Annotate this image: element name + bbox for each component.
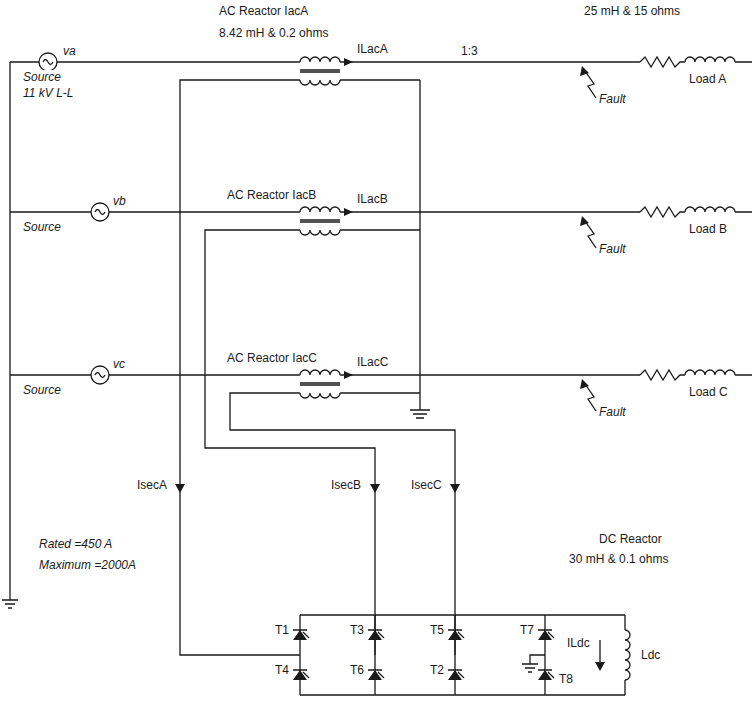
circuit-label: ILacC: [356, 355, 389, 369]
circuit-label: ILacB: [356, 192, 389, 206]
load-resistor: [640, 57, 685, 380]
bridge-wire: [300, 615, 625, 695]
thyristor-bar-gate: [293, 630, 554, 678]
circuit-label: 1:3: [460, 44, 479, 58]
thyristor-triangle: [293, 630, 552, 680]
circuit-label: Load B: [688, 222, 728, 236]
circuit-label: Fault: [598, 242, 627, 256]
circuit-label: T1: [274, 623, 290, 637]
phase-wire: [57, 62, 752, 375]
circuit-label: va: [62, 44, 77, 58]
circuit-label: IsecB: [330, 478, 362, 492]
circuit-label: Fault: [598, 92, 627, 106]
circuit-label: Load C: [688, 385, 729, 399]
circuit-label: T6: [349, 663, 365, 677]
secondary-wire: [180, 80, 455, 655]
fault-arrow-head: [580, 66, 589, 389]
circuit-label: AC Reactor IacA: [218, 4, 309, 18]
circuit-label: vb: [112, 194, 127, 208]
circuit-label: ILacA: [356, 42, 389, 56]
circuit-label: vc: [112, 357, 126, 371]
circuit-label: Source: [22, 220, 62, 234]
circuit-label: Rated =450 A: [38, 537, 113, 551]
dc-reactor-coil: [625, 630, 630, 680]
circuit-label: ILdc: [566, 636, 591, 650]
circuit-label: 11 kV L-L: [22, 86, 74, 100]
circuit-label: T2: [429, 663, 445, 677]
current-arrow-head: [175, 58, 605, 671]
circuit-label: Fault: [598, 405, 627, 419]
circuit-label: AC Reactor IacB: [226, 188, 317, 202]
circuit-label: T8: [558, 672, 574, 686]
circuit-label: Load A: [688, 72, 727, 86]
circuit-label: T7: [519, 623, 535, 637]
circuit-label: 30 mH & 0.1 ohms: [568, 552, 669, 566]
source-tilde: [43, 60, 105, 378]
fault-arrow: [585, 71, 596, 411]
circuit-label: Ldc: [640, 648, 661, 662]
circuit-label: AC Reactor IacC: [226, 351, 318, 365]
circuit-label: 25 mH & 15 ohms: [583, 4, 681, 18]
neutral-wire: [2, 62, 91, 608]
circuit-label: Source: [22, 383, 62, 397]
circuit-label: DC Reactor: [598, 532, 663, 546]
transformer-core: [300, 70, 340, 385]
circuit-label: Source: [22, 70, 62, 84]
circuit-label: T5: [429, 623, 445, 637]
load-inductor: [685, 57, 735, 375]
circuit-label: IsecA: [136, 478, 168, 492]
circuit-label: 8.42 mH & 0.2 ohms: [218, 26, 329, 40]
circuit-label: T4: [274, 663, 290, 677]
circuit-label: T3: [349, 623, 365, 637]
circuit-label: IsecC: [410, 478, 443, 492]
ground-symbol: [410, 410, 430, 418]
circuit-label: Maximum =2000A: [38, 558, 137, 572]
reactor-primary-coil: [300, 57, 340, 375]
ground-symbol: [522, 664, 538, 672]
current-arrow-shaft: [599, 640, 600, 664]
